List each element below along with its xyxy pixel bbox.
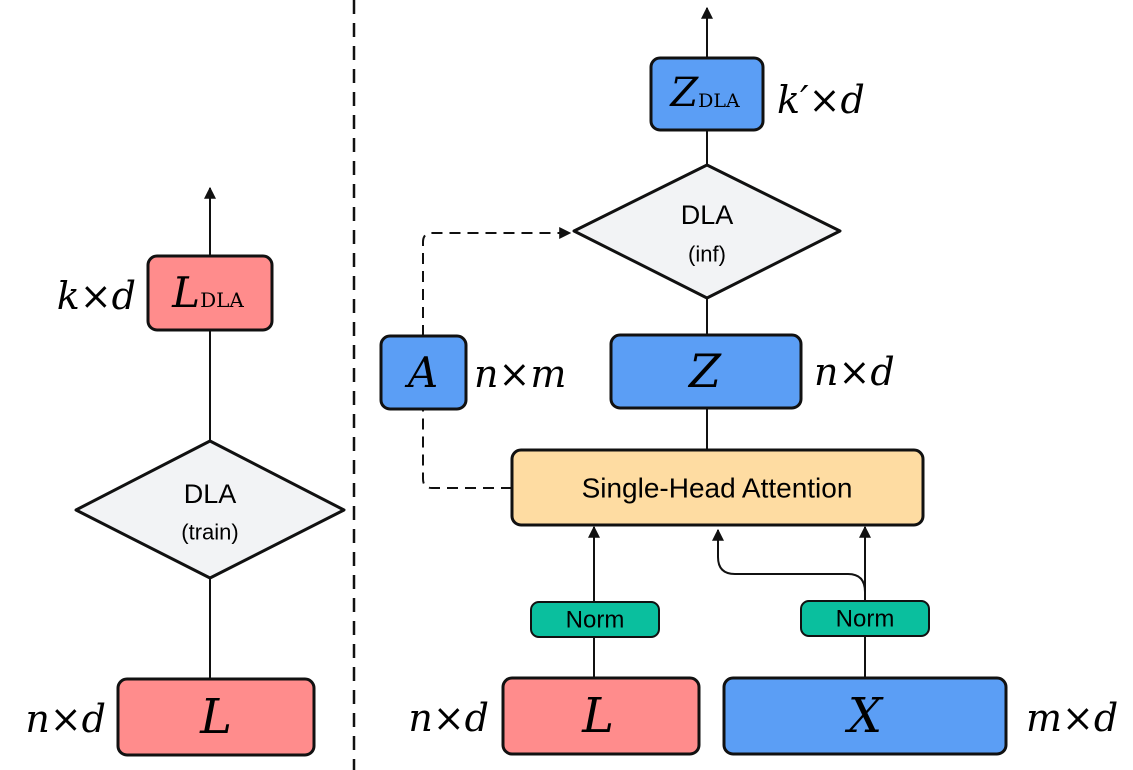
a-dim: n×m: [474, 352, 566, 396]
arrow-branch-to-attention: [712, 528, 866, 593]
left-input-dim: n×d: [25, 697, 106, 741]
z-box: [609, 333, 803, 410]
right-dla-label: DLA: [681, 200, 734, 230]
z-dim: n×d: [814, 350, 895, 394]
norm-right-label: Norm: [836, 606, 895, 633]
left-output-box: [146, 254, 274, 332]
left-dla-diamond: [74, 439, 346, 580]
a-box-label: A: [404, 348, 438, 397]
a-box: [379, 334, 468, 411]
right-input-x-label: X: [844, 688, 884, 744]
norm-right-box: [800, 600, 930, 637]
right-dla-mode: (inf): [688, 242, 726, 267]
left-dla-mode: (train): [181, 520, 238, 545]
dashed-attention-to-a: [422, 409, 512, 489]
attention-label: Single-Head Attention: [582, 473, 853, 504]
right-input-x-box: [722, 676, 1008, 756]
left-output-dim: k×d: [57, 274, 136, 318]
norm-left-box: [530, 601, 660, 638]
left-output-box-label: LDLA: [171, 268, 244, 317]
attention-box: [510, 448, 925, 527]
left-input-box-label: L: [199, 689, 232, 745]
right-dla-diamond: [572, 163, 842, 300]
dashed-a-to-dla: [422, 227, 572, 336]
right-output-box-label: ZDLA: [668, 70, 740, 116]
right-input-l-box: [501, 676, 701, 756]
norm-left-label: Norm: [566, 607, 625, 634]
right-input-x-dim: m×d: [1026, 696, 1118, 740]
left-panel: L n×d DLA (train) LDLA k×d: [25, 186, 346, 757]
left-dla-label: DLA: [184, 479, 237, 509]
right-panel: L n×d X m×d Norm Norm Single-Head Attent…: [379, 6, 1118, 756]
right-input-l-label: L: [581, 688, 614, 744]
left-input-box: [116, 677, 316, 757]
z-box-label: Z: [687, 344, 722, 398]
right-input-l-dim: n×d: [408, 696, 489, 740]
right-output-box: [649, 56, 765, 132]
right-output-dim: k′×d: [777, 78, 865, 122]
